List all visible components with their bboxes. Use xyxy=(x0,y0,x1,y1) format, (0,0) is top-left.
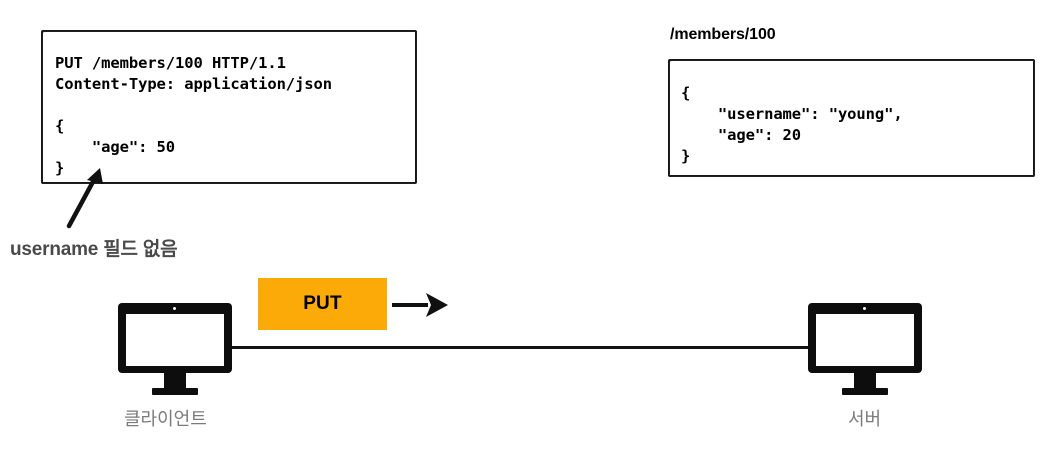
monitor-screen xyxy=(816,314,914,366)
http-method-badge: PUT xyxy=(258,278,387,330)
monitor-stand-base xyxy=(152,388,198,395)
annotation-missing-field-label: username 필드 없음 xyxy=(10,239,178,260)
monitor-camera-dot xyxy=(173,307,176,310)
monitor-camera-dot xyxy=(863,307,866,310)
client-label: 클라이언트 xyxy=(124,409,207,429)
monitor-bezel xyxy=(808,303,922,373)
http-request-box: PUT /members/100 HTTP/1.1 Content-Type: … xyxy=(41,30,417,184)
resource-representation-box: { "username": "young", "age": 20 } xyxy=(668,59,1035,177)
monitor-bezel xyxy=(118,303,232,373)
arrow-up-right-icon xyxy=(66,168,103,229)
server-label: 서버 xyxy=(848,409,882,429)
monitor-stand-base xyxy=(842,388,888,395)
resource-path-label: /members/100 xyxy=(670,26,776,43)
http-method-badge-label: PUT xyxy=(303,293,342,314)
server-monitor-icon xyxy=(808,303,922,395)
monitor-stand-neck xyxy=(164,373,186,389)
monitor-stand-neck xyxy=(854,373,876,389)
http-request-text: PUT /members/100 HTTP/1.1 Content-Type: … xyxy=(55,53,332,177)
arrow-right-icon xyxy=(392,293,448,317)
monitor-screen xyxy=(126,314,224,366)
resource-json-text: { "username": "young", "age": 20 } xyxy=(681,83,903,165)
network-connection-line xyxy=(232,346,812,349)
client-monitor-icon xyxy=(118,303,232,395)
